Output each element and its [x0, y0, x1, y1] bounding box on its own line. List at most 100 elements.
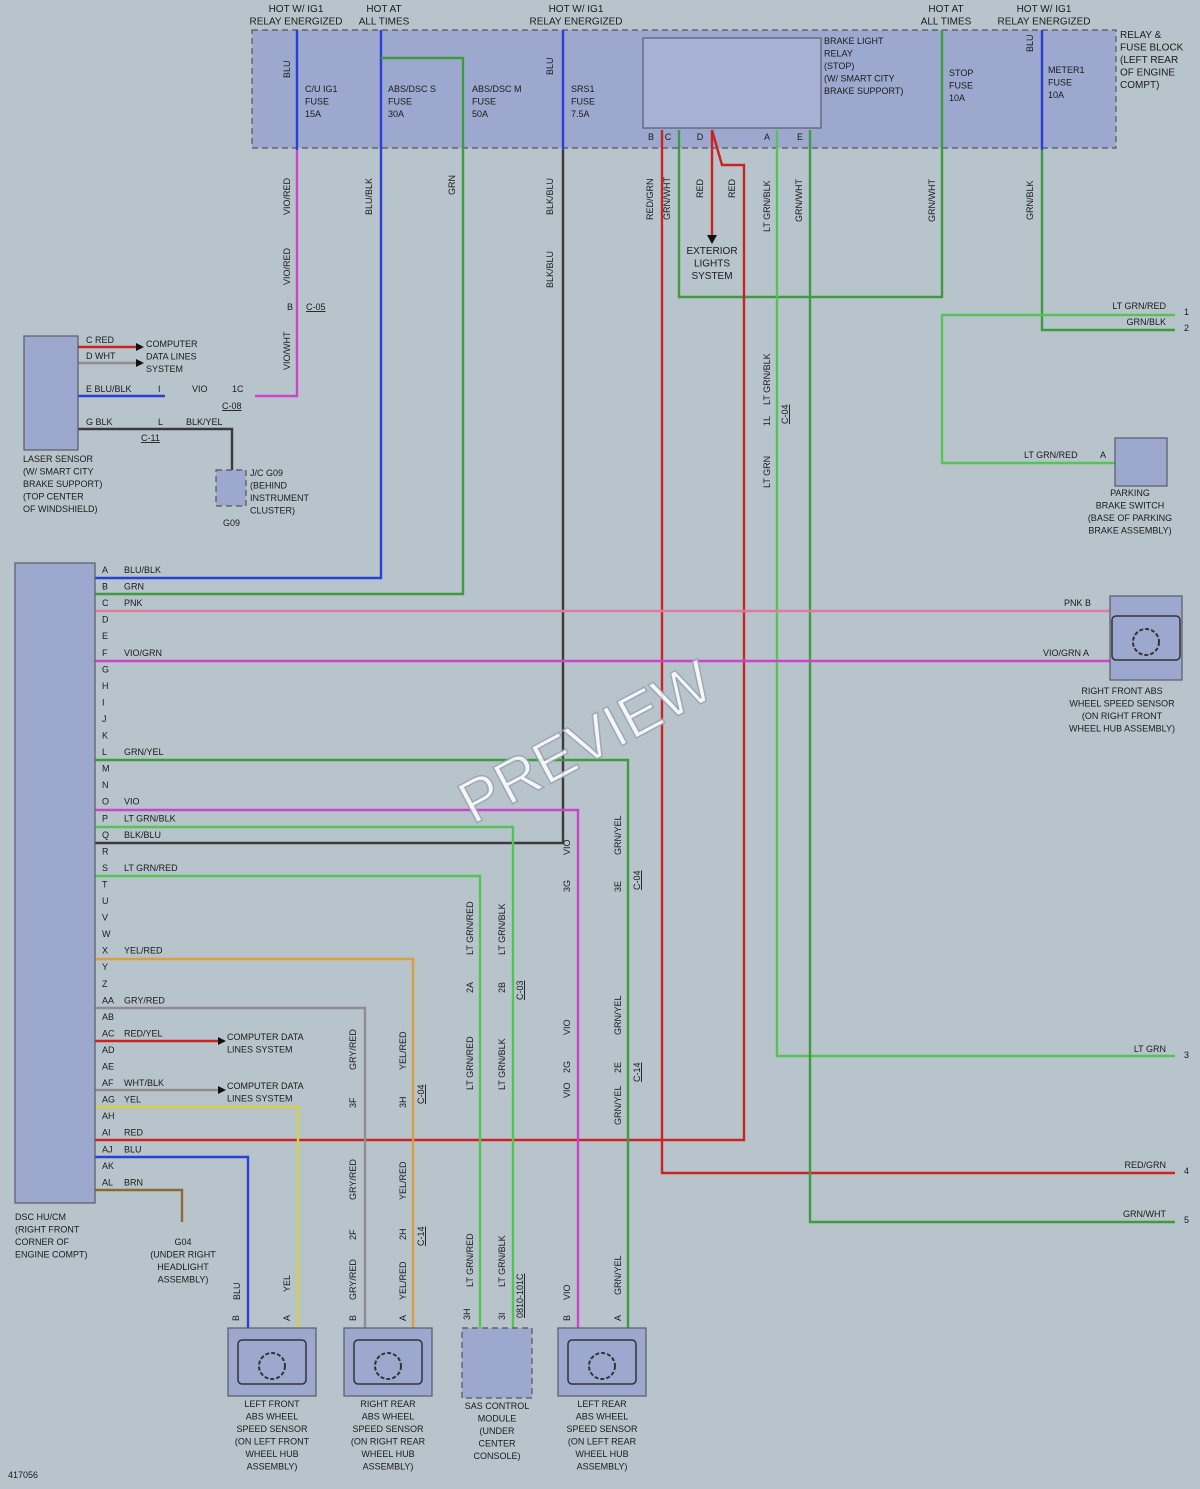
wire-lt-grn-3 [775, 130, 1175, 1058]
dsc-wire-color: WHT/BLK [124, 1078, 164, 1088]
arrow-icon [218, 1086, 226, 1094]
sensor-coil-icon [1111, 615, 1181, 661]
dsc-pin: AI [102, 1128, 111, 1138]
arrow-icon [218, 1037, 226, 1045]
dsc-pin: R [102, 846, 109, 856]
dsc-pin: I [102, 697, 105, 707]
dsc-pin: C [102, 598, 109, 608]
wire-yel-ag [95, 1105, 300, 1330]
dsc-pin: H [102, 681, 109, 691]
dsc-pin: P [102, 813, 108, 823]
dsc-pin: G [102, 664, 109, 674]
dsc-wire-color: YEL [124, 1095, 141, 1105]
sensor-coil-icon [237, 1339, 307, 1385]
diagram-id: 417056 [8, 1470, 38, 1480]
vertical-wire-label: GRN/WHT [794, 179, 804, 222]
dsc-wire-color: GRY/RED [124, 995, 165, 1005]
vertical-wire-label: C-03 [515, 980, 525, 1000]
relay-pin: B [648, 132, 654, 142]
dsc-pin: E [102, 631, 108, 641]
wire-blk-blu-q [95, 150, 565, 845]
vertical-wire-label: VIO [562, 839, 572, 855]
vertical-wire-label: LT GRN/BLK [762, 180, 772, 232]
vertical-wire-label: C-04 [632, 870, 642, 890]
wire-blu-blk-a [95, 30, 383, 580]
laser-sensor [23, 335, 79, 451]
dsc-pin: T [102, 879, 108, 889]
ground-label: G09 [223, 518, 240, 528]
vertical-wire-label: A [613, 1315, 623, 1321]
laser-pin: D WHT [86, 351, 116, 361]
relay-pin: E [797, 132, 803, 142]
connector-id: C-11 [141, 433, 160, 443]
wire-vio-o [95, 808, 580, 1330]
vertical-wire-label: LT GRN/RED [465, 901, 475, 955]
vertical-wire-label: B [348, 1315, 358, 1321]
vertical-wire-label: 1L [762, 416, 772, 426]
vertical-wire-label: RED [727, 178, 737, 198]
conn-pin: L [158, 417, 163, 427]
connector-id: C-08 [222, 401, 242, 411]
vertical-wire-label: BLU [282, 60, 292, 78]
dsc-pin: D [102, 615, 109, 625]
left-front-abs-sensor [227, 1327, 317, 1397]
dsc-pin: S [102, 863, 108, 873]
dsc-pin: AA [102, 995, 114, 1005]
dsc-wire-color: YEL/RED [124, 946, 163, 956]
edge-ref: 1 [1184, 307, 1189, 317]
vertical-wire-label: GRN [447, 175, 457, 195]
vertical-wire-label: BLK/BLU [545, 178, 555, 215]
dsc-pin: J [102, 714, 107, 724]
vertical-wire-label: C-14 [416, 1226, 426, 1246]
dsc-wire-color: RED/YEL [124, 1028, 163, 1038]
vertical-wire-label: GRY/RED [348, 1029, 358, 1070]
relay-pin: C [665, 132, 672, 142]
vertical-wire-label: LT GRN/BLK [497, 1235, 507, 1287]
dsc-wire-color: RED [124, 1128, 144, 1138]
vertical-wire-label: A [282, 1315, 292, 1321]
vertical-wire-label: VIO/RED [282, 247, 292, 285]
dsc-pin: X [102, 946, 108, 956]
dsc-pin: O [102, 797, 109, 807]
vertical-wire-label: LT GRN/BLK [497, 903, 507, 955]
dsc-pin: W [102, 929, 111, 939]
conn-pin: I [158, 384, 161, 394]
dsc-wire-color: BLU [124, 1144, 142, 1154]
vertical-wire-label: GRN/BLK [1025, 180, 1035, 220]
vertical-wire-label: 3I [497, 1312, 507, 1320]
wire-color: LT GRN/RED [1024, 450, 1078, 460]
wire-red-grn-4 [660, 130, 1175, 1175]
vertical-wire-label: BLK/BLU [545, 251, 555, 288]
dsc-pin: L [102, 747, 107, 757]
wire-grn-wht-5 [808, 130, 1175, 1224]
dsc-pin: Y [102, 962, 108, 972]
wire-grn-yel-l [95, 758, 630, 1330]
edge-wire-color: LT GRN/RED [1112, 301, 1166, 311]
jc-g09 [215, 469, 247, 507]
arrow-icon [136, 359, 144, 367]
dsc-wire-color: BRN [124, 1177, 143, 1187]
wire-lt-grn-red-1 [940, 313, 1175, 465]
arrow-icon [707, 235, 717, 244]
vertical-wire-label: VIO/RED [282, 177, 292, 215]
edge-ref: 2 [1184, 323, 1189, 333]
dsc-pin: Z [102, 979, 108, 989]
dsc-pin: F [102, 648, 108, 658]
vertical-wire-label: BLU/BLK [364, 178, 374, 215]
vertical-wire-label: GRN/YEL [613, 995, 623, 1035]
vertical-wire-label: GRN/YEL [613, 1255, 623, 1295]
